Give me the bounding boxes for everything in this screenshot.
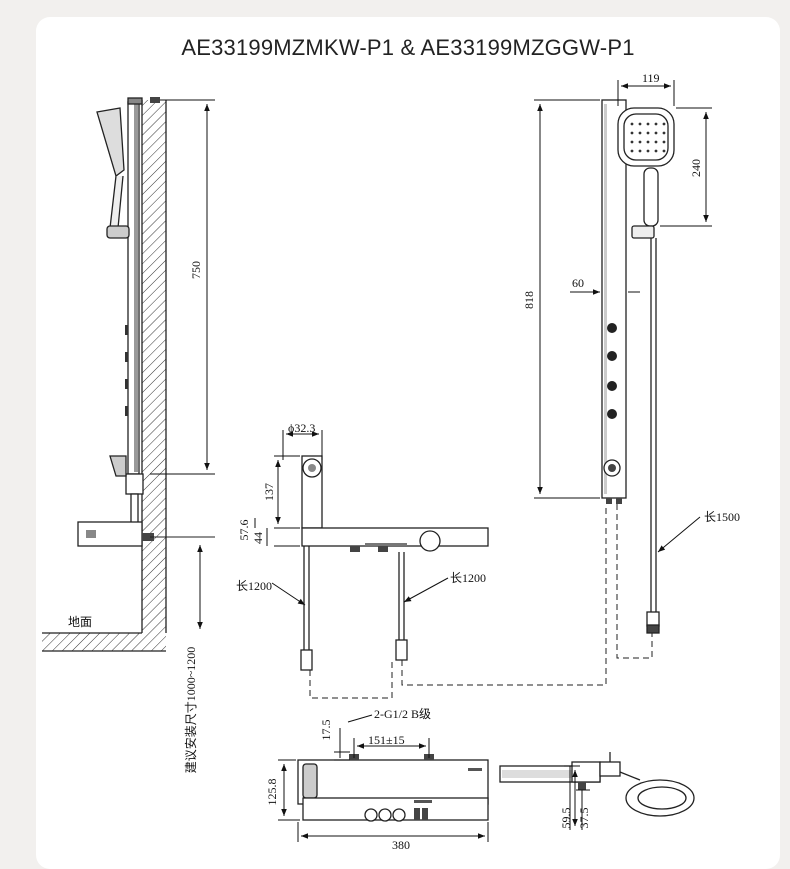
side-view xyxy=(42,97,215,652)
nozzle-2 xyxy=(607,351,617,361)
dim-137-label: 137 xyxy=(262,483,276,501)
nozzle-4 xyxy=(607,409,617,419)
detail-shower-head xyxy=(625,779,695,817)
dim-119-label: 119 xyxy=(642,71,660,85)
g12-label: 2-G1/2 B级 xyxy=(374,707,431,721)
middle-knob xyxy=(419,530,441,552)
middle-dims xyxy=(254,430,449,606)
dim-380-label: 380 xyxy=(392,838,410,852)
middle-view xyxy=(300,455,489,671)
nozzle-3 xyxy=(607,381,617,391)
wall-hatch xyxy=(142,100,166,633)
front-dims xyxy=(534,80,712,553)
front-view xyxy=(601,99,675,634)
dim-57-label: 57.6 xyxy=(237,520,251,541)
dim-595-label: 59.5 xyxy=(559,808,573,829)
hose-routing xyxy=(309,504,653,699)
dim-175-label: 17.5 xyxy=(319,720,333,741)
dim-44-label: 44 xyxy=(251,532,265,544)
side-hand-shower xyxy=(96,107,125,178)
top-view-dims xyxy=(278,714,489,842)
front-shower-head xyxy=(617,107,675,167)
top-view xyxy=(297,754,489,822)
dim-375-label: 37.5 xyxy=(577,808,591,829)
detail-view xyxy=(499,752,695,817)
dim-750-label: 750 xyxy=(189,261,203,279)
hose-1200a-label: 长1200 xyxy=(236,579,272,593)
dim-750 xyxy=(150,99,215,475)
hose-1500-label: 长1500 xyxy=(704,510,740,524)
detail-dims xyxy=(564,765,590,830)
ground-label: 地面 xyxy=(68,615,92,629)
dim-240-label: 240 xyxy=(689,159,703,177)
dim-phi-label: ϕ32.3 xyxy=(288,421,315,435)
dim-install-label: 建议安装尺寸1000~1200 xyxy=(183,647,198,774)
hose-1200b-label: 长1200 xyxy=(450,571,486,585)
floor-hatch xyxy=(42,633,166,651)
nozzle-1 xyxy=(607,323,617,333)
spray-dots xyxy=(630,122,666,153)
drawing-title: AE33199MZMKW-P1 & AE33199MZGGW-P1 xyxy=(181,35,635,60)
dim-151-label: 151±15 xyxy=(368,733,405,747)
dim-60-label: 60 xyxy=(572,276,584,290)
dim-1258-label: 125.8 xyxy=(265,779,279,806)
top-view-shelf xyxy=(297,759,489,805)
dim-818-label: 818 xyxy=(522,291,536,309)
